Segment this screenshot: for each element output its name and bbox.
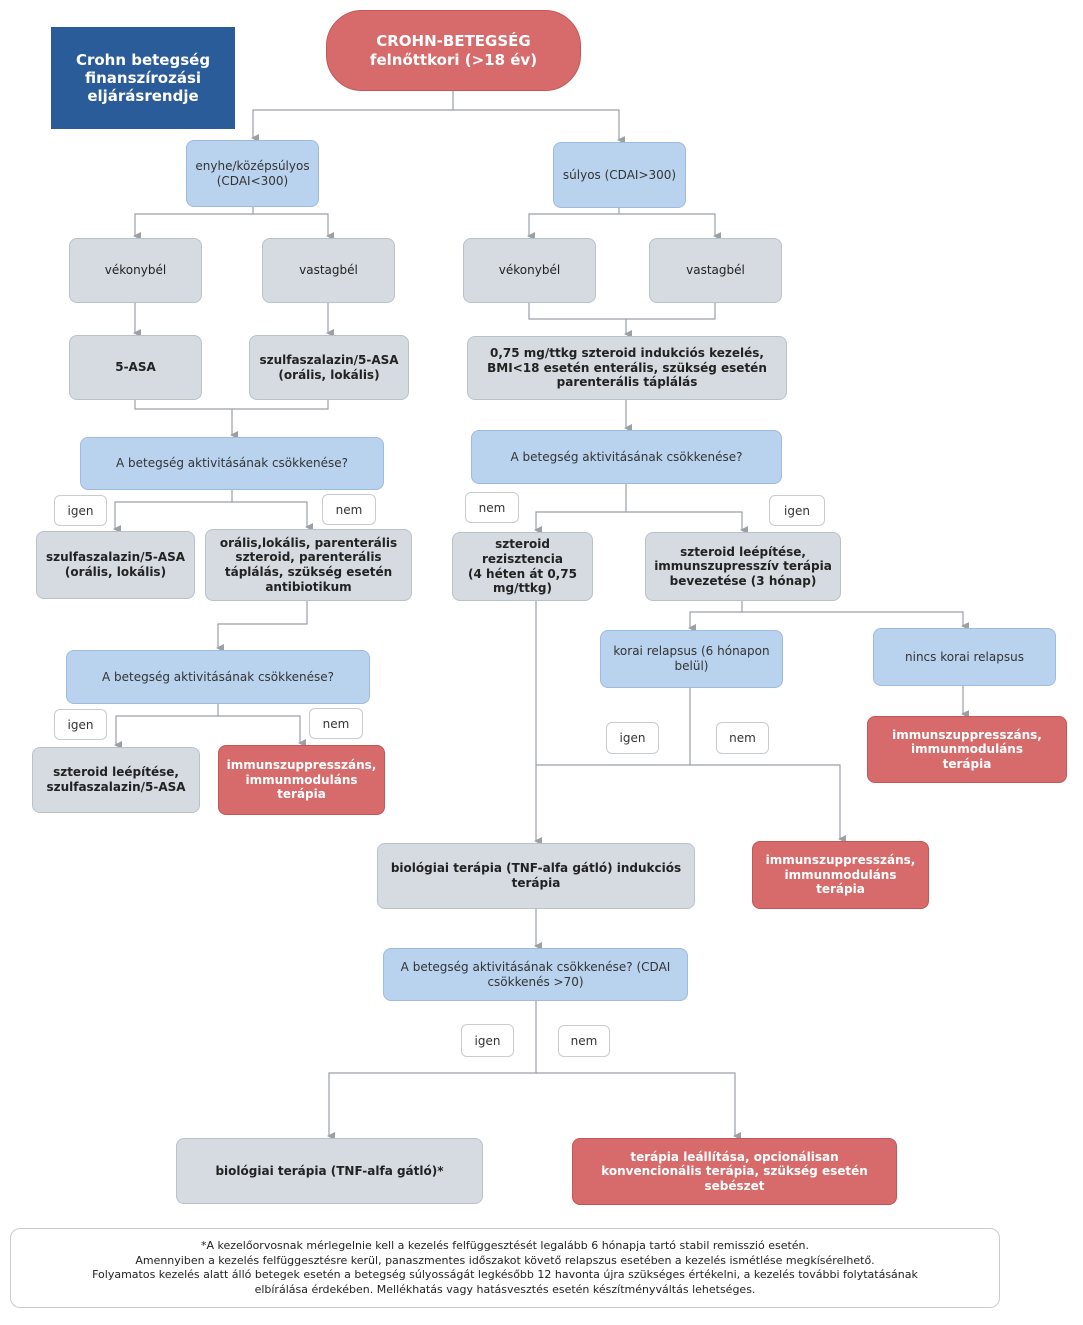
severe-steroid-induction-node: 0,75 mg/ttkg szteroid indukciós kezelés,… xyxy=(467,336,787,400)
start-node: CROHN-BETEGSÉG felnőttkori (>18 év) xyxy=(326,10,581,91)
mild-severity-node: enyhe/középsúlyos (CDAI<300) xyxy=(186,140,319,207)
footnote: *A kezelőorvosnak mérlegelnie kell a kez… xyxy=(10,1228,1000,1308)
footnote-line: elbírálása érdekében. Mellékhatás vagy h… xyxy=(254,1282,756,1296)
severe-question-node: A betegség aktivitásának csökkenése? xyxy=(471,430,782,484)
mild-yes2-result-node: szteroid leépítése, szulfaszalazin/5-ASA xyxy=(32,747,200,813)
steroid-resistance-node: szteroid rezisztencia (4 héten át 0,75 m… xyxy=(452,532,593,601)
severe-no-label: nem xyxy=(465,492,519,523)
mild-yes1-result-node: szulfaszalazin/5-ASA (orális, lokális) xyxy=(36,531,195,599)
mild-no1-result-node: orális,lokális, parenterális szteroid, p… xyxy=(205,529,412,601)
biologic-no-result-node: terápia leállítása, opcionálisan konvenc… xyxy=(572,1138,897,1205)
mild-yes2-label: igen xyxy=(54,709,107,740)
severe-severity-node: súlyos (CDAI>300) xyxy=(553,142,686,208)
no-early-relapse-node: nincs korai relapsus xyxy=(873,628,1056,686)
biologic-yes-label: igen xyxy=(461,1024,514,1057)
mild-question1-node: A betegség aktivitásának csökkenése? xyxy=(80,437,384,490)
biologic-induction-node: biológiai terápia (TNF-alfa gátló) induk… xyxy=(377,843,695,909)
mild-yes1-label: igen xyxy=(54,495,107,526)
footnote-line: Folyamatos kezelés alatt álló betegek es… xyxy=(92,1268,918,1282)
steroid-taper-node: szteroid leépítése, immunszupresszív ter… xyxy=(645,532,841,601)
severe-large-bowel-node: vastagbél xyxy=(649,238,782,303)
mild-5asa-node: 5-ASA xyxy=(69,335,202,400)
mild-large-bowel-node: vastagbél xyxy=(262,238,395,303)
footnote-line: Amennyiben a kezelés felfüggesztésre ker… xyxy=(135,1253,875,1267)
biologic-no-label: nem xyxy=(558,1025,610,1057)
mild-no2-result-node: immunszuppresszáns, immunmoduláns terápi… xyxy=(218,745,385,815)
severe-yes-label: igen xyxy=(769,495,825,526)
severe-small-bowel-node: vékonybél xyxy=(463,238,596,303)
mild-sulfasalazine-node: szulfaszalazin/5-ASA (orális, lokális) xyxy=(249,335,409,400)
biologic-question-node: A betegség aktivitásának csökkenése? (CD… xyxy=(383,948,688,1001)
footnote-line: *A kezelőorvosnak mérlegelnie kell a kez… xyxy=(200,1239,810,1252)
document-title: Crohn betegség finanszírozási eljárásren… xyxy=(51,27,235,129)
mild-small-bowel-node: vékonybél xyxy=(69,238,202,303)
no-relapse-result-node: immunszuppresszáns, immunmoduláns terápi… xyxy=(867,716,1067,783)
mild-no1-label: nem xyxy=(322,494,376,525)
relapse-no-label: nem xyxy=(716,722,769,754)
mild-no2-label: nem xyxy=(309,708,363,739)
relapse-no-result-node: immunszuppresszáns, immunmoduláns terápi… xyxy=(752,841,929,909)
early-relapse-node: korai relapsus (6 hónapon belül) xyxy=(600,630,783,688)
relapse-yes-label: igen xyxy=(606,722,659,754)
biologic-yes-result-node: biológiai terápia (TNF-alfa gátló)* xyxy=(176,1138,483,1204)
mild-question2-node: A betegség aktivitásának csökkenése? xyxy=(66,650,370,704)
